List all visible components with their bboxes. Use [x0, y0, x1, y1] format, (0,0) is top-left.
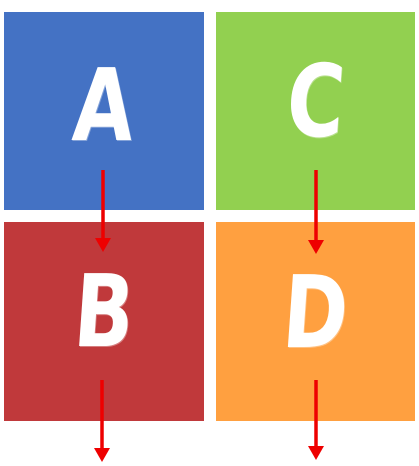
tile-a: A [4, 12, 204, 210]
tile-c: C [216, 12, 415, 210]
tile-d: D [216, 222, 415, 421]
tile-b-letter: B [70, 252, 138, 370]
tile-a-letter: A [69, 47, 139, 164]
tile-c-letter: C [282, 43, 349, 160]
tile-b: B [4, 222, 204, 421]
tile-d-letter: D [279, 253, 352, 371]
